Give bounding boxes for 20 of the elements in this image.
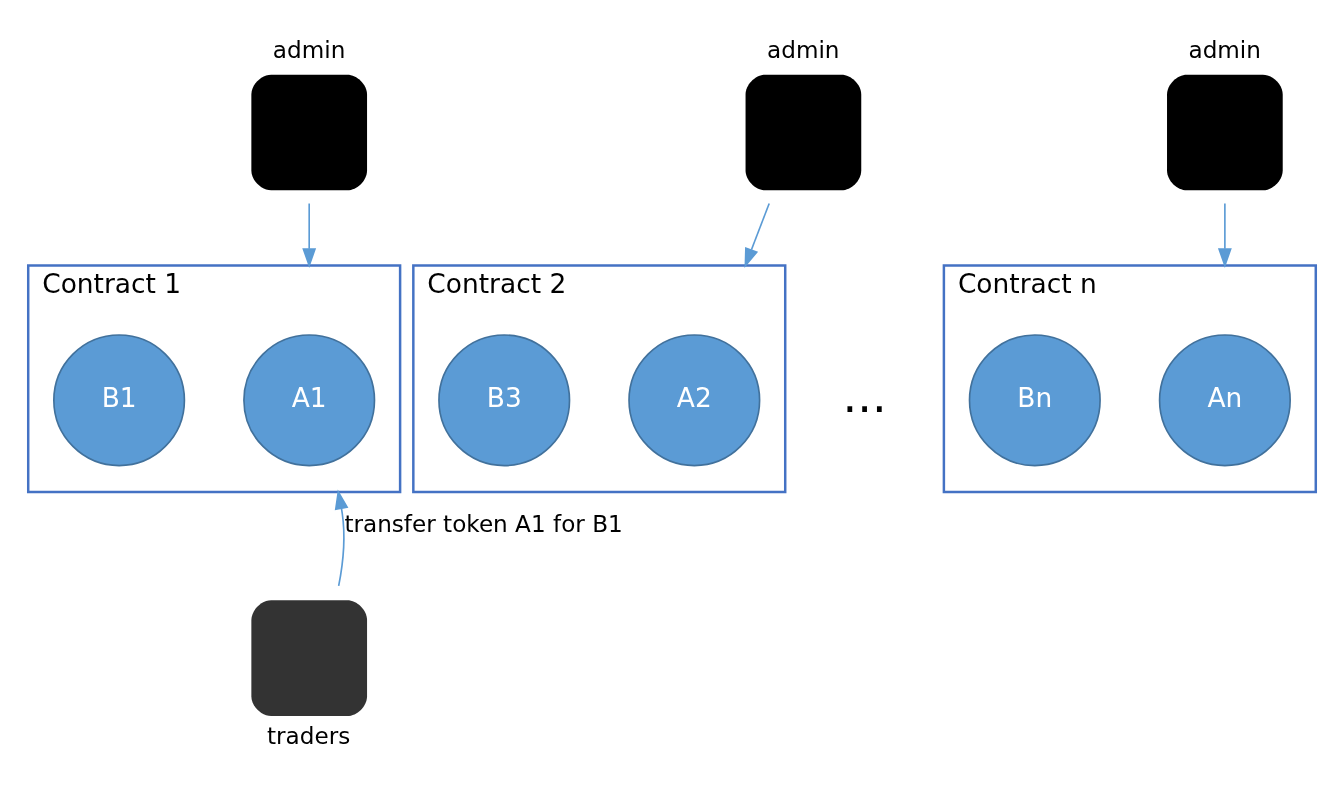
arrow (302, 202, 317, 268)
arrow (1217, 202, 1232, 268)
node-circle: Bn (968, 333, 1101, 466)
label: ... (842, 368, 887, 423)
arrow (744, 202, 770, 268)
node-circle: An (1158, 333, 1291, 466)
node-box (1167, 74, 1283, 190)
node-label: admin (272, 36, 346, 63)
node-circle: A2 (628, 333, 761, 466)
node-circle: A1 (243, 333, 376, 466)
node-circle: B1 (53, 333, 186, 466)
node-label: traders (267, 722, 351, 749)
edge-label: transfer token A1 for B1 (344, 510, 623, 537)
node-label: admin (1188, 36, 1261, 63)
node-label: admin (767, 36, 840, 63)
node-box (745, 74, 862, 190)
node-circle: B3 (438, 333, 571, 466)
node-box (251, 599, 368, 716)
node-box (251, 74, 368, 190)
arrow (334, 489, 349, 587)
